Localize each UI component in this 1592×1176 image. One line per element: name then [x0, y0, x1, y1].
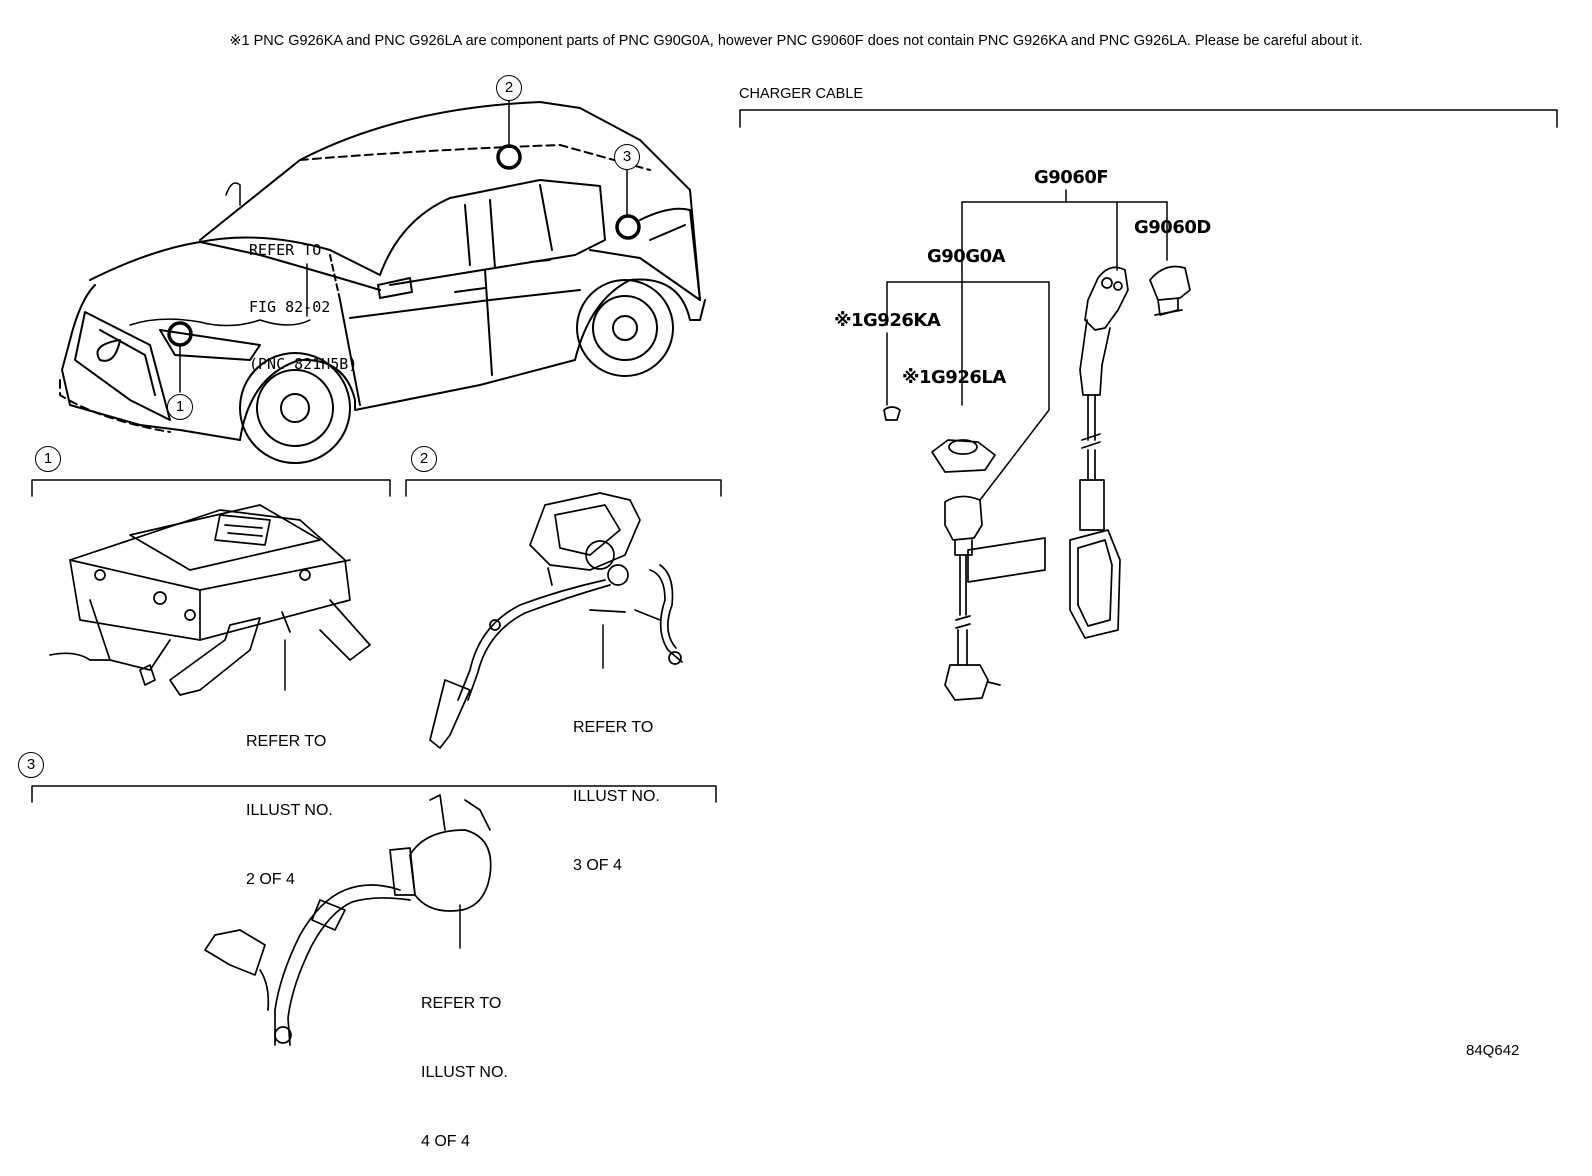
section-1-illustration: [49, 504, 371, 696]
vehicle-illustration: [59, 101, 706, 464]
section-2-illustration: [429, 492, 683, 749]
refer-line: REFER TO: [573, 719, 654, 736]
section-2-refer: REFER TO ILLUST NO. 3 OF 4: [573, 670, 660, 900]
refer-fig-line: FIG 82-02: [249, 298, 331, 316]
refer-fig-callout: REFER TO FIG 82-02 (PNC 821H5B): [249, 203, 357, 393]
diagram-artwork: [31, 100, 1558, 1046]
refer-fig-line: (PNC 821H5B): [249, 355, 358, 373]
drawing-id: 84Q642: [1466, 1042, 1520, 1059]
refer-line: REFER TO: [421, 995, 502, 1012]
refer-line: ILLUST NO.: [573, 788, 660, 805]
refer-line: 3 OF 4: [573, 857, 622, 874]
part-label-g9060f: G9060F: [1034, 167, 1109, 188]
part-label-g90g0a: G90G0A: [927, 246, 1006, 267]
callout-number-1: 1: [167, 394, 193, 420]
section-3-number: 3: [18, 752, 44, 778]
refer-line: 2 OF 4: [246, 871, 295, 888]
section-3-refer: REFER TO ILLUST NO. 4 OF 4: [421, 946, 508, 1176]
callout-number-2: 2: [496, 75, 522, 101]
refer-line: REFER TO: [246, 733, 327, 750]
callout-ring-1: [167, 321, 193, 347]
charger-parts: [883, 265, 1191, 701]
part-label-g9060d: G9060D: [1134, 217, 1211, 238]
part-label-g926la: ※1G926LA: [902, 367, 1006, 388]
refer-line: ILLUST NO.: [421, 1064, 508, 1081]
refer-line: 4 OF 4: [421, 1133, 470, 1150]
refer-line: ILLUST NO.: [246, 802, 333, 819]
callout-ring-3: [615, 214, 641, 240]
refer-fig-line: REFER TO: [249, 241, 322, 259]
section-1-number: 1: [35, 446, 61, 472]
callout-number-3: 3: [614, 144, 640, 170]
callout-ring-2: [496, 144, 522, 170]
section-1-refer: REFER TO ILLUST NO. 2 OF 4: [246, 684, 333, 914]
part-label-g926ka: ※1G926KA: [834, 310, 941, 331]
section-2-number: 2: [411, 446, 437, 472]
charger-cable-tree: [886, 189, 1168, 501]
header-note: ※1 PNC G926KA and PNC G926LA are compone…: [229, 33, 1363, 49]
charger-cable-title: CHARGER CABLE: [739, 86, 864, 102]
section-3-illustration: [204, 794, 492, 1046]
